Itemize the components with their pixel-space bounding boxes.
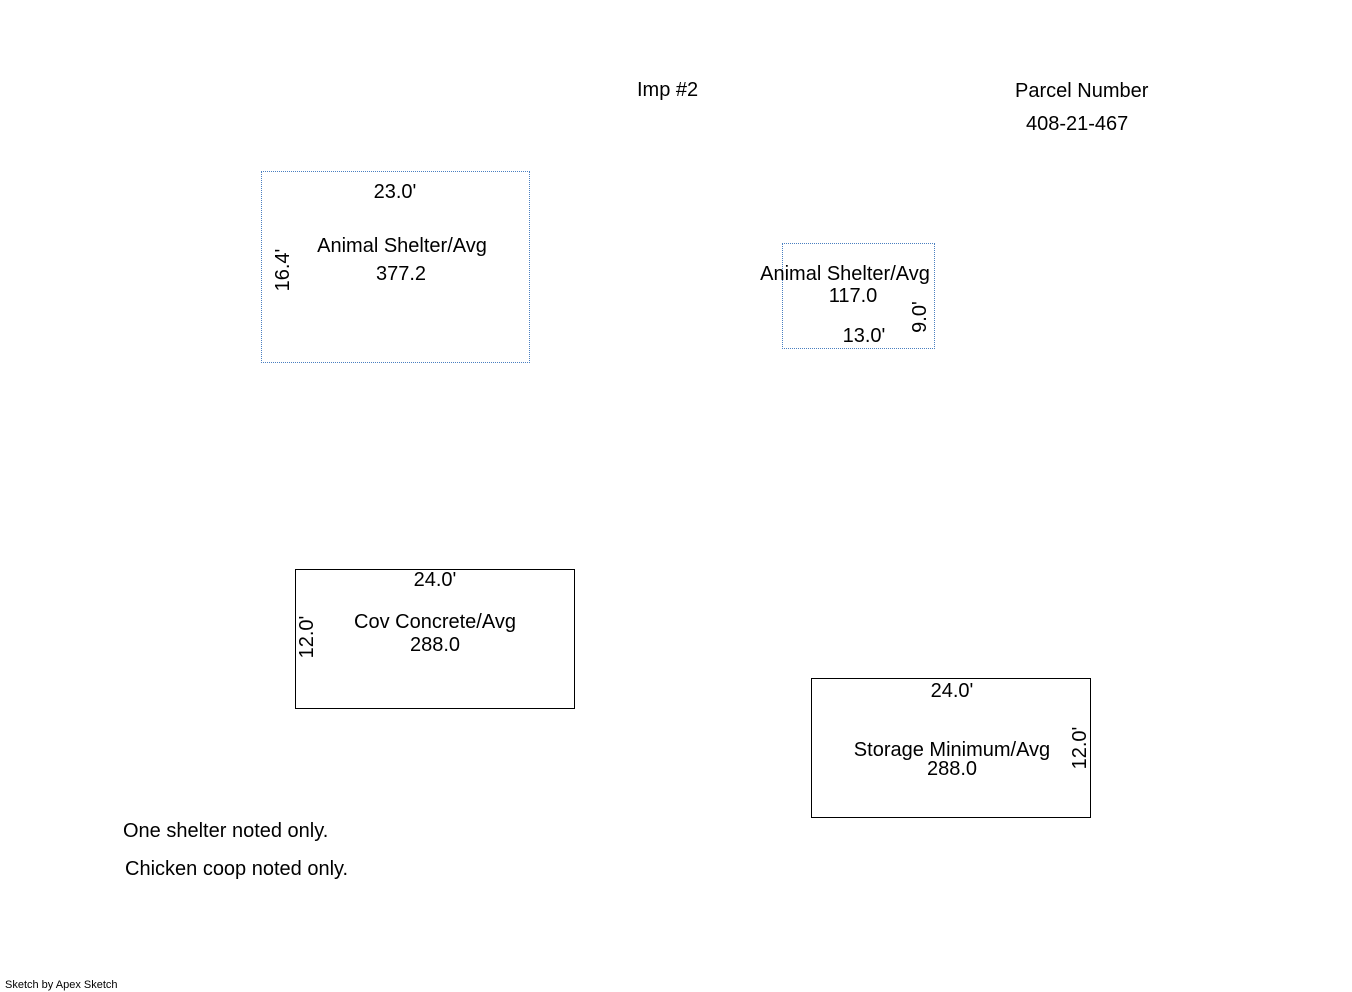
note-one-shelter: One shelter noted only. bbox=[123, 820, 329, 842]
parcel-number-value: 408-21-467 bbox=[1026, 113, 1129, 135]
area-height-dimension: 9.0' bbox=[909, 301, 931, 333]
footer-credit: Sketch by Apex Sketch bbox=[5, 979, 118, 991]
imp-label: Imp #2 bbox=[637, 79, 699, 101]
area-value: 377.2 bbox=[375, 263, 427, 285]
area-label: Animal Shelter/Avg bbox=[760, 263, 930, 285]
area-height-dimension: 16.4' bbox=[272, 248, 294, 292]
parcel-number-label: Parcel Number bbox=[1015, 80, 1149, 102]
area-width-dimension: 23.0' bbox=[373, 181, 417, 203]
area-height-dimension: 12.0' bbox=[1069, 726, 1091, 770]
area-animal-shelter-large bbox=[261, 171, 530, 363]
area-width-dimension: 24.0' bbox=[413, 569, 457, 591]
area-value: 288.0 bbox=[409, 634, 461, 656]
note-chicken-coop: Chicken coop noted only. bbox=[125, 858, 349, 880]
area-label: Animal Shelter/Avg bbox=[317, 235, 487, 257]
area-storage-minimum bbox=[811, 678, 1091, 818]
area-value: 288.0 bbox=[926, 758, 978, 780]
area-cov-concrete bbox=[295, 569, 575, 709]
area-label: Storage Minimum/Avg bbox=[853, 739, 1051, 761]
area-width-dimension: 24.0' bbox=[930, 680, 974, 702]
area-animal-shelter-small bbox=[782, 243, 935, 349]
area-width-dimension: 13.0' bbox=[842, 325, 886, 347]
area-height-dimension: 12.0' bbox=[296, 615, 318, 659]
area-label: Cov Concrete/Avg bbox=[354, 611, 516, 633]
area-value: 117.0 bbox=[828, 285, 878, 307]
